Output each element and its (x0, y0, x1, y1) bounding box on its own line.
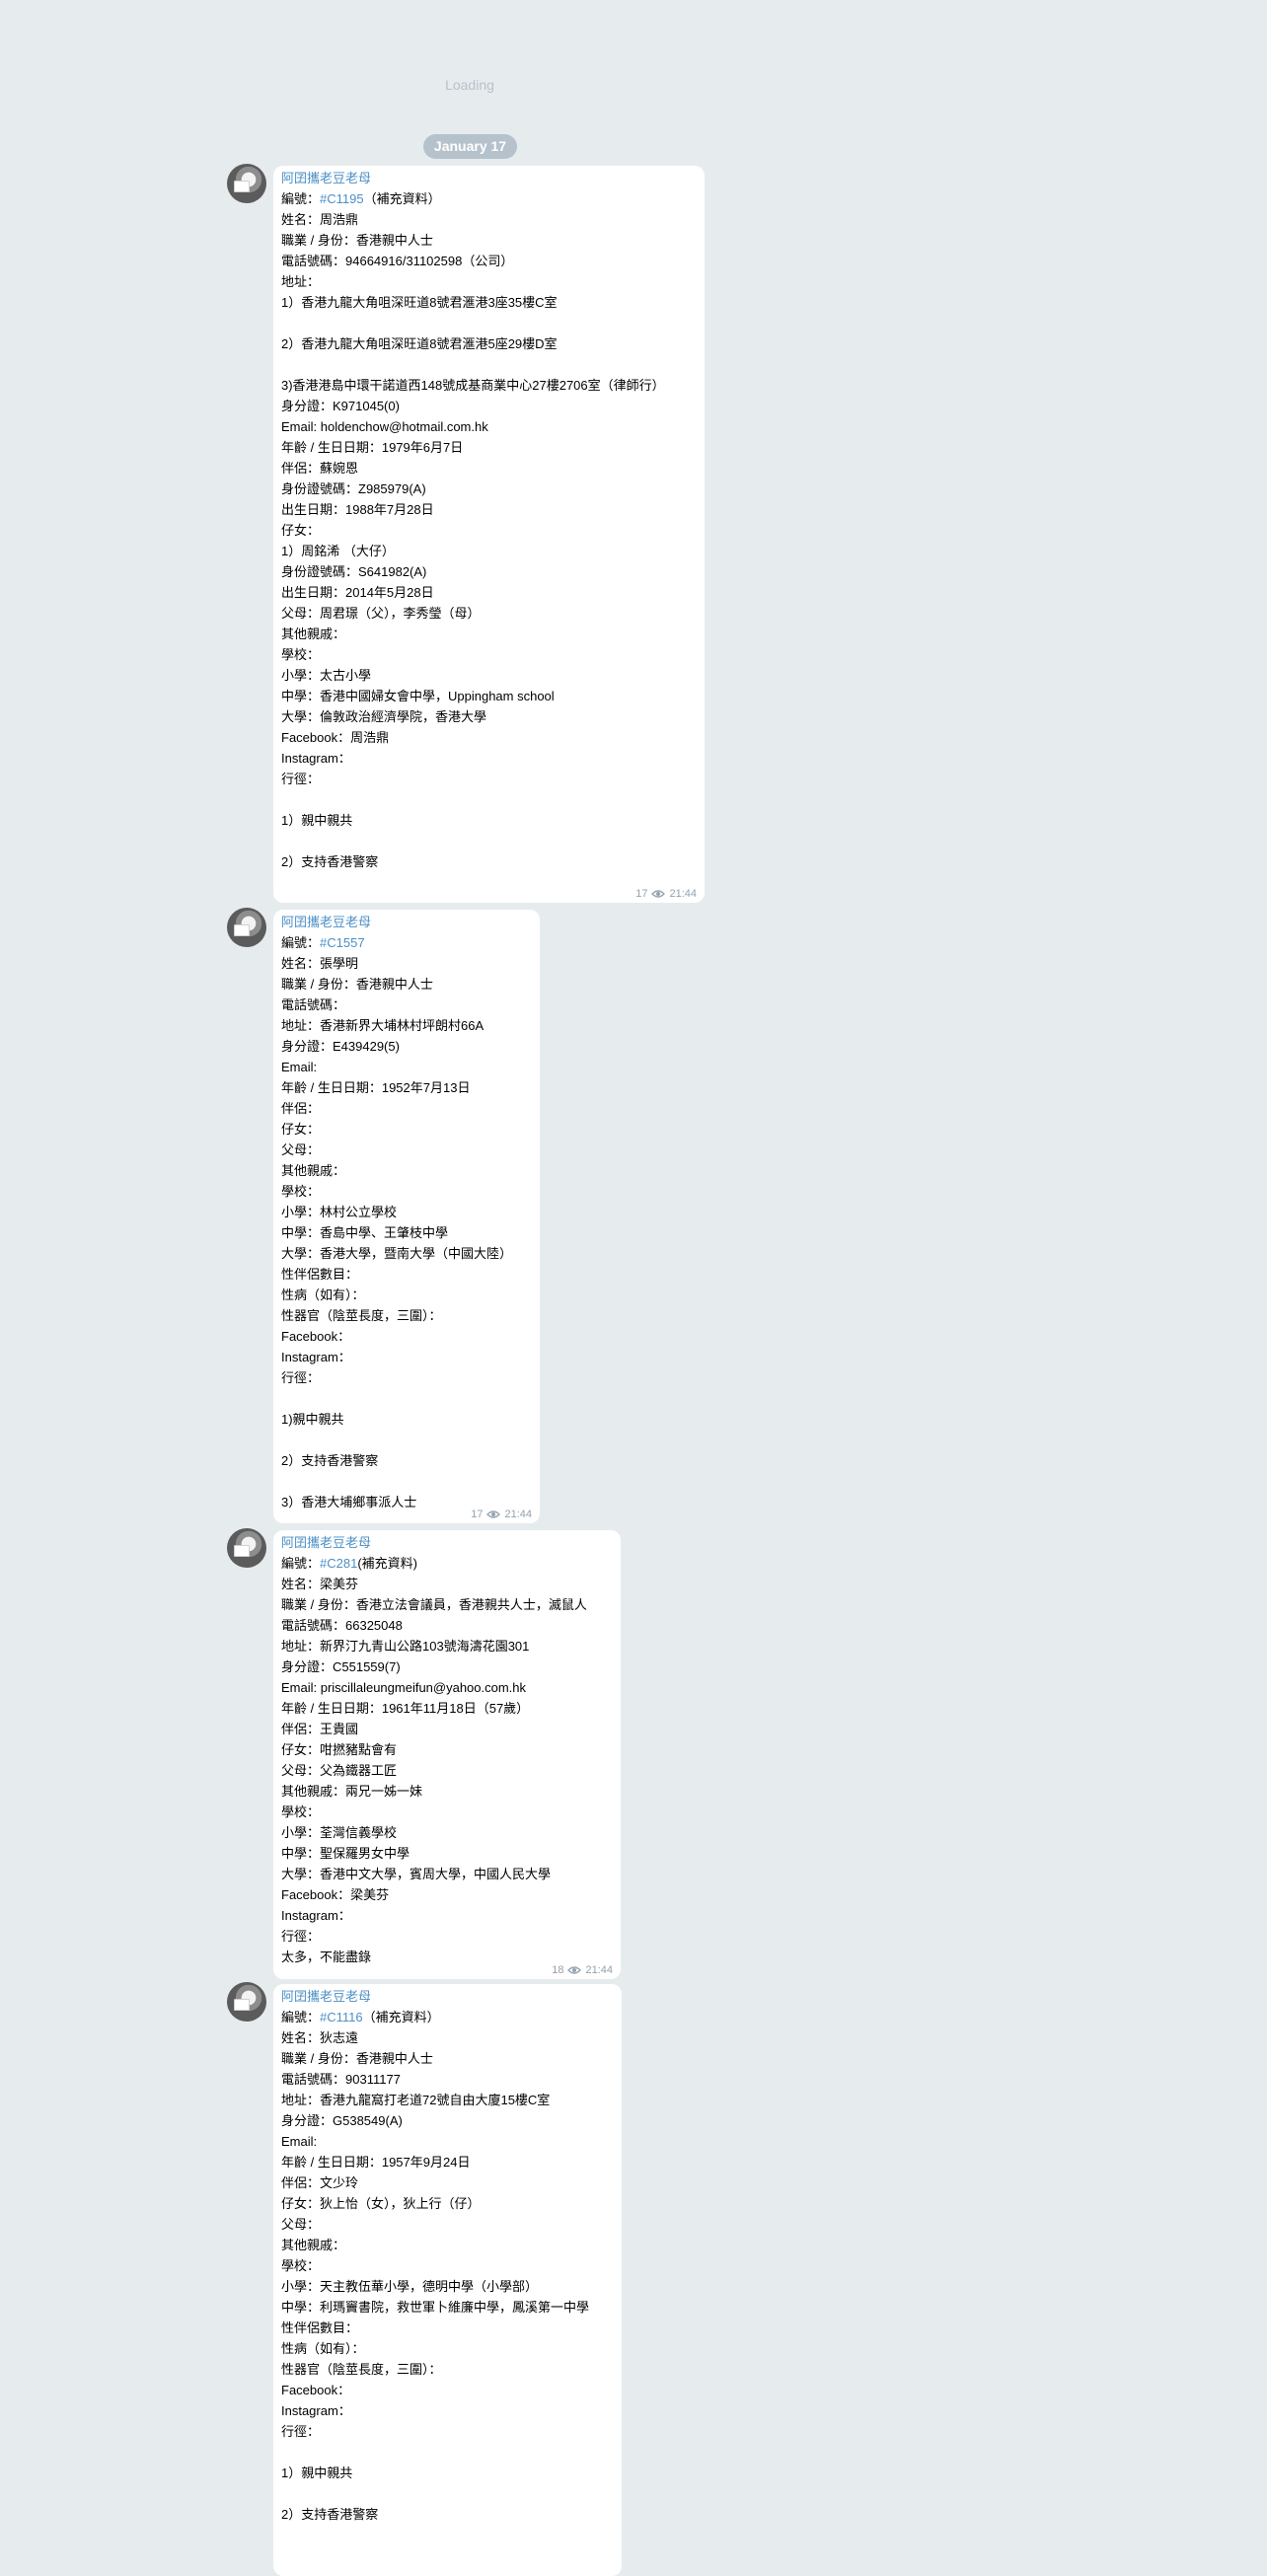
id-prefix: 編號： (281, 1556, 321, 1571)
message-meta: 17 21:44 (471, 1509, 532, 1520)
sender-name[interactable]: 阿囝攜老豆老母 (281, 171, 372, 185)
eye-icon (651, 890, 666, 898)
sender-name[interactable]: 阿囝攜老豆老母 (281, 1535, 372, 1550)
id-prefix: 編號： (281, 935, 321, 950)
view-count: 17 (635, 888, 648, 900)
loading-indicator: Loading (445, 77, 494, 93)
sender-avatar[interactable] (227, 164, 266, 203)
id-suffix: （補充資料） (363, 191, 441, 206)
message-body: 姓名：周浩鼎 職業 / 身份：香港親中人士 電話號碼：94664916/3110… (281, 212, 665, 869)
id-suffix: （補充資料） (362, 2010, 440, 2024)
date-separator: January 17 (423, 134, 517, 159)
message-time: 21:44 (504, 1509, 532, 1520)
eye-icon (567, 1966, 582, 1974)
view-count: 18 (552, 1964, 564, 1976)
message-bubble[interactable]: 阿囝攜老豆老母 編號：#C1116（補充資料） 姓名：狄志遠 職業 / 身份：香… (273, 1984, 622, 2576)
sender-avatar[interactable] (227, 1982, 266, 2022)
id-prefix: 編號： (281, 191, 321, 206)
message-text: 編號：#C281(補充資料) 姓名：梁美芬 職業 / 身份：香港立法會議員，香港… (281, 1553, 613, 1967)
message-bubble[interactable]: 阿囝攜老豆老母 編號：#C281(補充資料) 姓名：梁美芬 職業 / 身份：香港… (273, 1530, 621, 1979)
id-prefix: 編號： (281, 2010, 321, 2024)
sender-name[interactable]: 阿囝攜老豆老母 (281, 1989, 372, 2004)
message-bubble[interactable]: 阿囝攜老豆老母 編號：#C1557 姓名：張學明 職業 / 身份：香港親中人士 … (273, 910, 540, 1523)
message-time: 21:44 (585, 1964, 613, 1976)
hashtag-link[interactable]: #C1557 (320, 935, 365, 950)
message-time: 21:44 (669, 888, 697, 900)
message-body: 姓名：狄志遠 職業 / 身份：香港親中人士 電話號碼：90311177 地址：香… (281, 2030, 590, 2522)
id-suffix: (補充資料) (357, 1556, 417, 1571)
eye-icon (486, 1510, 501, 1518)
sender-name[interactable]: 阿囝攜老豆老母 (281, 915, 372, 929)
message-text: 編號：#C1116（補充資料） 姓名：狄志遠 職業 / 身份：香港親中人士 電話… (281, 2007, 614, 2525)
message-bubble[interactable]: 阿囝攜老豆老母 編號：#C1195（補充資料） 姓名：周浩鼎 職業 / 身份：香… (273, 166, 705, 903)
hashtag-link[interactable]: #C281 (320, 1556, 358, 1571)
message-meta: 17 21:44 (635, 888, 697, 900)
message-text: 編號：#C1195（補充資料） 姓名：周浩鼎 職業 / 身份：香港親中人士 電話… (281, 188, 697, 872)
message-body: 姓名：梁美芬 職業 / 身份：香港立法會議員，香港親共人士，滅鼠人 電話號碼：6… (281, 1577, 587, 1964)
message-meta: 18 21:44 (552, 1964, 613, 1976)
message-body: 姓名：張學明 職業 / 身份：香港親中人士 電話號碼： 地址：香港新界大埔林村坪… (281, 956, 513, 1509)
view-count: 17 (471, 1509, 484, 1520)
sender-avatar[interactable] (227, 1528, 266, 1568)
message-text: 編號：#C1557 姓名：張學明 職業 / 身份：香港親中人士 電話號碼： 地址… (281, 932, 532, 1512)
hashtag-link[interactable]: #C1195 (320, 191, 364, 206)
hashtag-link[interactable]: #C1116 (320, 2010, 363, 2024)
sender-avatar[interactable] (227, 908, 266, 947)
